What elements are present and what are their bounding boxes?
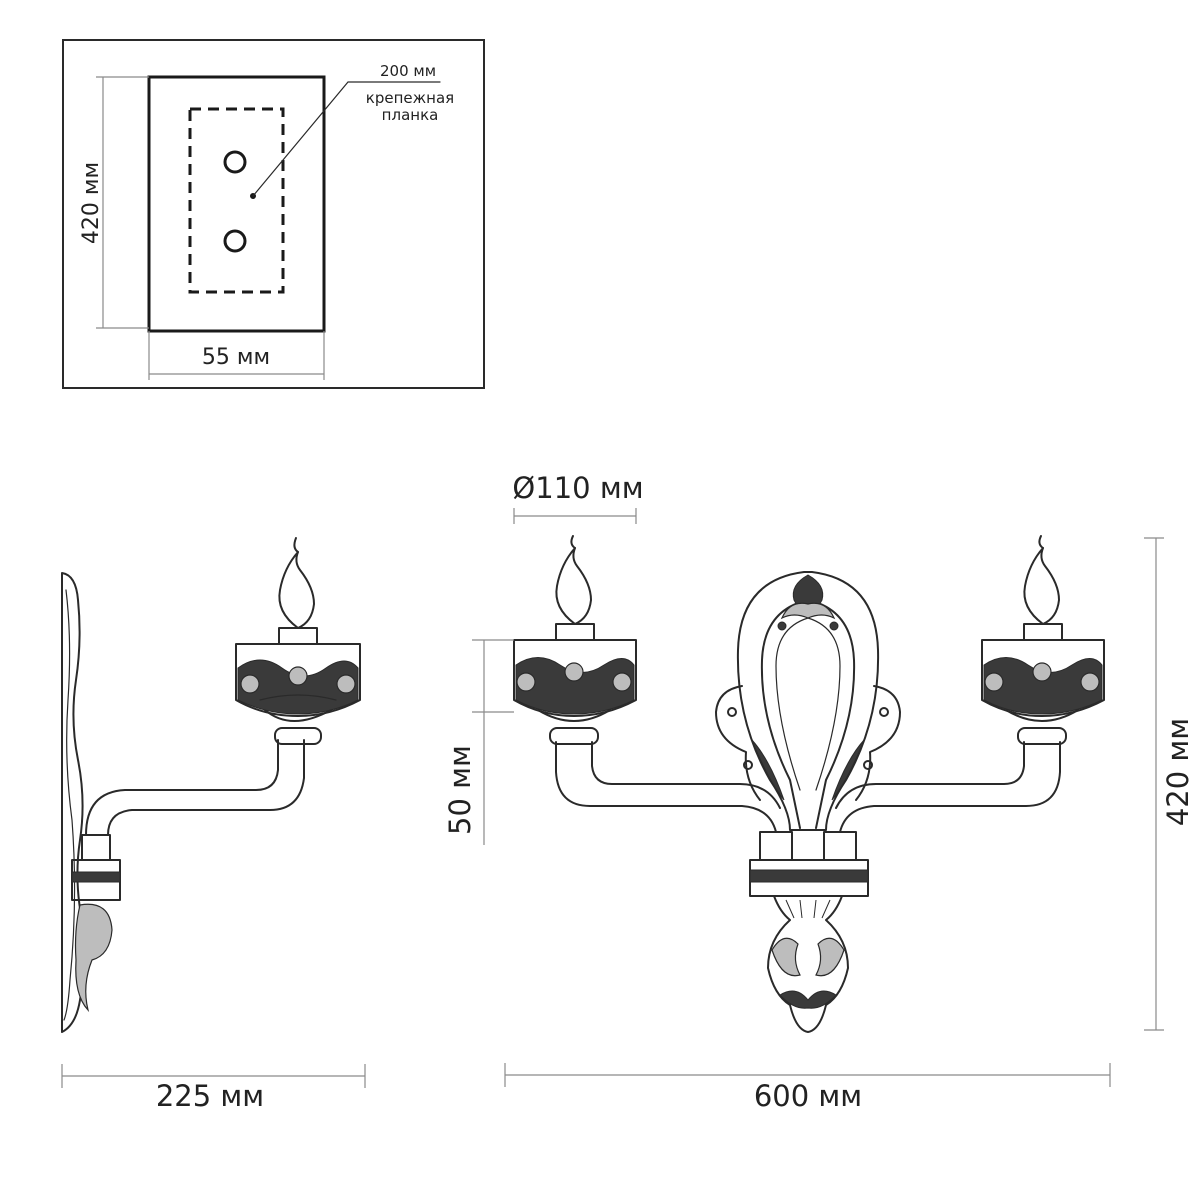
screw-hole-top <box>223 150 247 174</box>
cup-height-label: 50 мм <box>443 745 477 835</box>
side-depth-dimension: 225 мм <box>61 1064 366 1113</box>
mounting-plate-inset: 200 мм крепежная планка 420 мм 55 мм <box>62 39 485 389</box>
side-candle <box>278 627 318 645</box>
front-right-candle-cup <box>981 535 1105 745</box>
side-candle-cup <box>235 643 361 717</box>
front-bracket-band <box>749 831 869 897</box>
side-arm <box>85 739 279 836</box>
side-depth-label: 225 мм <box>156 1079 264 1113</box>
mounting-bar-dashed <box>188 107 285 294</box>
plate-size-label: 200 мм <box>380 62 436 80</box>
plate-width-dimension: 55 мм <box>148 331 325 380</box>
front-left-candle-cup <box>513 535 637 745</box>
front-width-label: 600 мм <box>754 1079 862 1113</box>
plate-height-dimension: 420 мм <box>79 76 149 329</box>
inset-frame <box>62 39 485 389</box>
side-view: 225 мм <box>61 537 366 1113</box>
front-width-dimension: 600 мм <box>504 1063 1111 1113</box>
side-scroll <box>74 903 113 1013</box>
cup-height-dimension: 50 мм <box>443 639 514 845</box>
plate-name-line2: планка <box>382 106 439 124</box>
front-height-dimension: 420 мм <box>1144 537 1195 1031</box>
front-backplate <box>715 571 901 831</box>
cup-diameter-label: Ø110 мм <box>512 471 643 505</box>
backplate-outline <box>147 75 326 333</box>
plate-width-label: 55 мм <box>202 345 270 370</box>
front-left-arm <box>555 741 777 833</box>
screw-hole-bottom <box>223 229 247 253</box>
front-finial <box>767 895 849 1033</box>
plate-height-label: 420 мм <box>79 162 104 244</box>
front-height-label: 420 мм <box>1161 718 1195 826</box>
cup-diameter-dimension: Ø110 мм <box>512 471 644 524</box>
front-view: Ø110 мм 50 мм 420 мм 600 мм <box>443 471 1195 1113</box>
front-right-arm <box>839 741 1061 833</box>
leader-line <box>252 81 441 197</box>
side-flame <box>278 551 315 629</box>
plate-name-line1: крепежная <box>366 89 454 107</box>
